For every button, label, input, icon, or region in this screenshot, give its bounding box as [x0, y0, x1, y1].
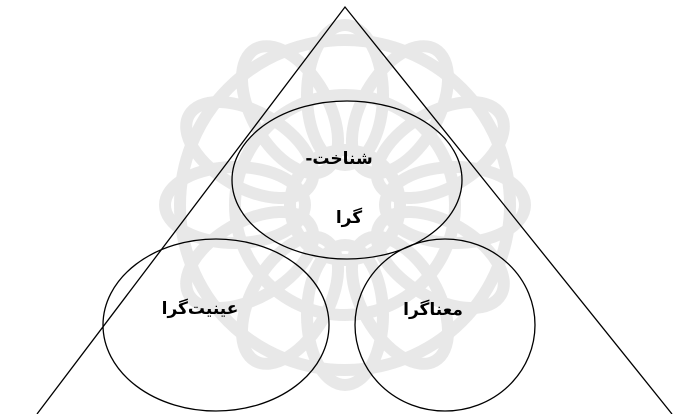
top-circle-label-line1: شناخت-: [305, 149, 372, 169]
left-circle-label: عینیت‌گرا: [162, 298, 239, 319]
right-circle-label: معناگرا: [403, 299, 463, 320]
top-circle-label-line2: گرا: [336, 207, 362, 228]
watermark-ornament: [165, 25, 525, 385]
